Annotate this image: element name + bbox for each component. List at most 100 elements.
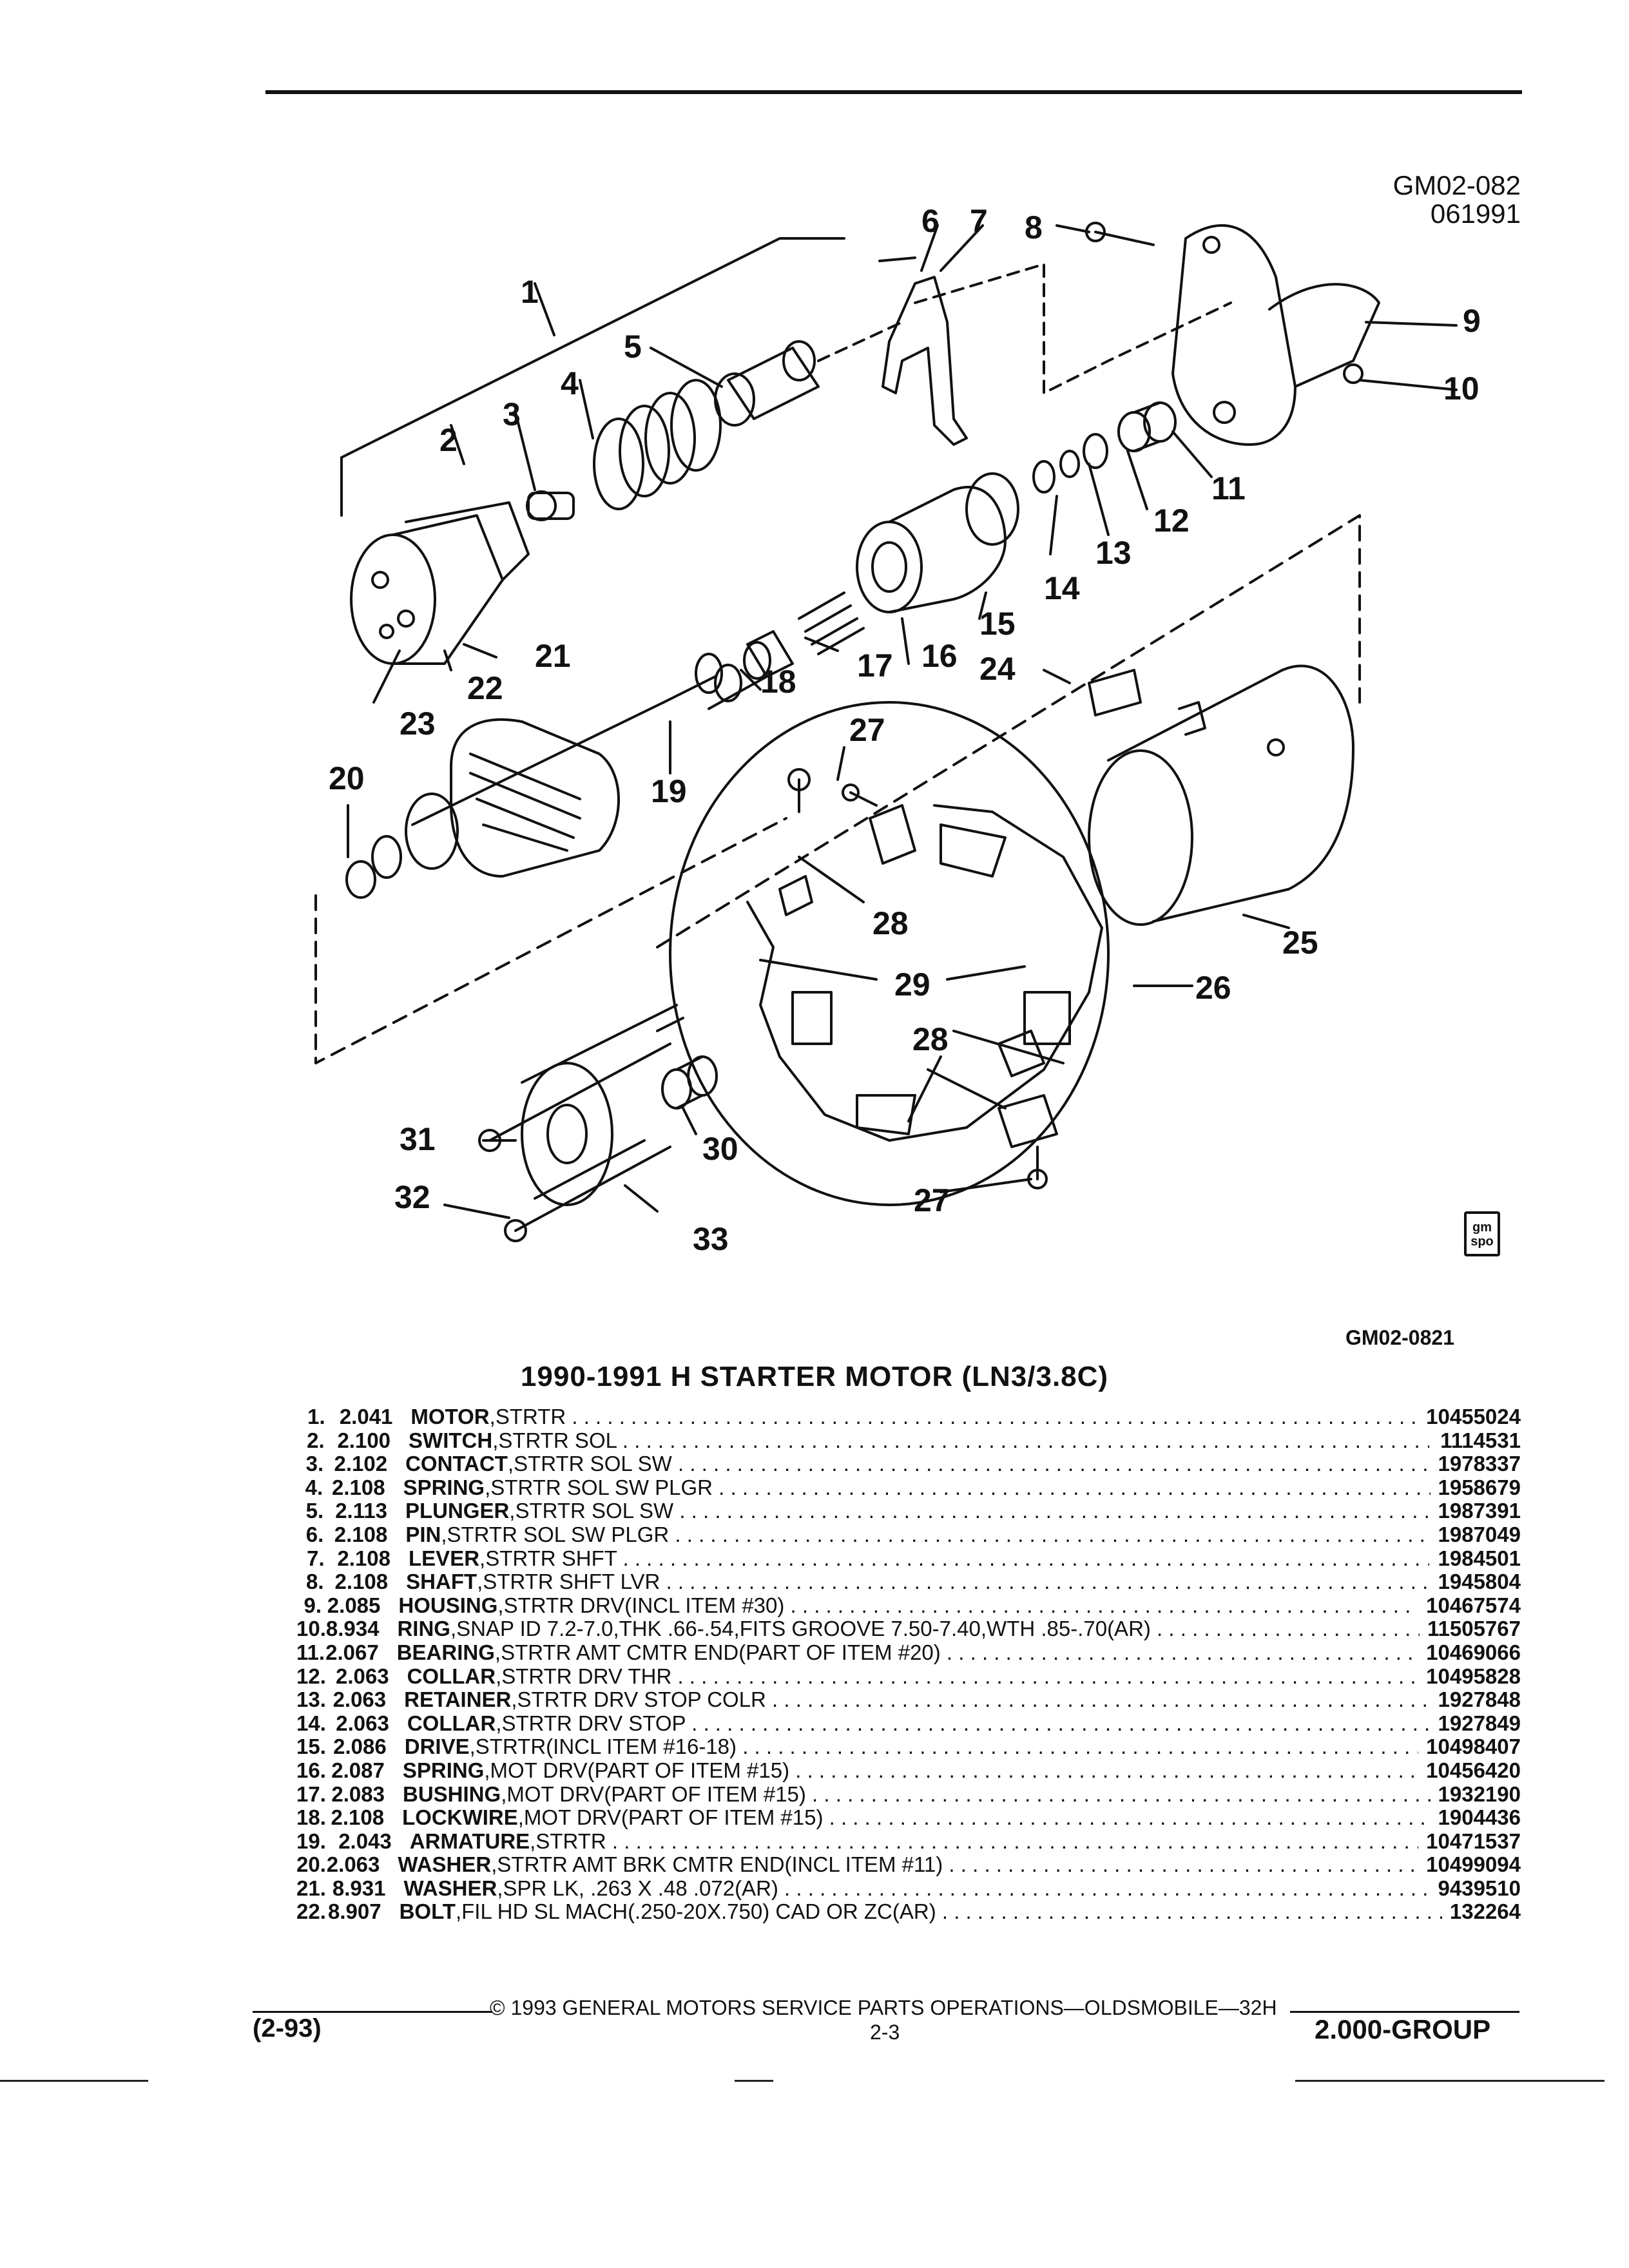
group-number: 8.907 (328, 1899, 381, 1924)
part-detail: ,STRTR AMT BRK CMTR END(INCL ITEM #11) (491, 1852, 943, 1877)
part-description: LEVER,STRTR SHFT (409, 1546, 1429, 1571)
part-number: 1978337 (1438, 1452, 1521, 1476)
solenoid-switch (350, 501, 530, 665)
part-detail: ,STRTR(INCL ITEM #16-18) (469, 1735, 737, 1759)
item-number: 20. (296, 1852, 326, 1877)
part-number: 10498407 (1426, 1735, 1521, 1759)
top-rule (265, 90, 1522, 94)
item-number: 11. (296, 1640, 325, 1664)
callout-4: 4 (561, 365, 579, 401)
part-number: 1987391 (1438, 1499, 1521, 1523)
part-number: 11505767 (1427, 1617, 1521, 1641)
group-number: 2.063 (336, 1711, 389, 1735)
end-frame-bushing (661, 1055, 718, 1110)
part-name: COLLAR (407, 1664, 496, 1688)
snap-ring-part (1343, 363, 1364, 384)
part-description: PIN,STRTR SOL SW PLGR (405, 1523, 1430, 1547)
callout-19: 19 (651, 773, 687, 809)
part-description: BUSHING,MOT DRV(PART OF ITEM #15) (403, 1782, 1431, 1807)
starter-frame (1088, 664, 1354, 926)
group-number: 2.108 (334, 1570, 389, 1594)
callout-27-bottom: 27 (914, 1182, 950, 1218)
part-detail: ,STRTR DRV STOP (496, 1711, 686, 1735)
callout-15: 15 (979, 606, 1016, 642)
part-detail: ,STRTR SHFT LVR (477, 1570, 660, 1594)
bottom-rule-mid (735, 2080, 773, 2082)
diagram-code: GM02-082 (1393, 170, 1521, 200)
group-number: 8.931 (332, 1876, 386, 1900)
part-number: 10499094 (1426, 1852, 1521, 1877)
solenoid-spring (593, 379, 722, 510)
part-detail: ,STRTR SOL SW PLGR (485, 1475, 713, 1499)
item-number: 1. (307, 1405, 325, 1428)
part-detail: ,STRTR SOL SW (507, 1452, 672, 1476)
part-name: PLUNGER (405, 1499, 510, 1523)
part-detail: ,STRTR (489, 1405, 566, 1428)
group-number: 2.100 (337, 1428, 391, 1452)
part-name: SHAFT (406, 1570, 477, 1594)
part-number: 10456420 (1426, 1758, 1521, 1782)
group-number: 2.102 (334, 1452, 388, 1476)
part-number: 1958679 (1438, 1475, 1521, 1499)
part-detail: ,MOT DRV(PART OF ITEM #15) (484, 1758, 790, 1782)
footer-rule-right (1290, 2011, 1519, 2013)
part-description: SHAFT,STRTR SHFT LVR (406, 1570, 1430, 1594)
callout-10: 10 (1443, 370, 1480, 407)
part-detail: ,STRTR SOL SW PLGR (441, 1522, 670, 1546)
group-number: 2.063 (333, 1687, 387, 1712)
part-description: RING,SNAP ID 7.2-7.0,THK .66-.54,FITS GR… (397, 1617, 1420, 1641)
callout-2: 2 (439, 422, 458, 458)
starter-drive (856, 472, 1019, 613)
group-number: 2.108 (331, 1475, 385, 1499)
callout-27-top: 27 (849, 712, 885, 748)
callout-5: 5 (624, 329, 642, 365)
brush-screws (787, 768, 1048, 1189)
group-number: 2.113 (335, 1499, 387, 1523)
item-number: 16. (296, 1758, 326, 1782)
group-number: 2.108 (337, 1546, 391, 1570)
end-frame (521, 1004, 678, 1206)
group-number: 2.108 (331, 1805, 385, 1830)
page-number: 2-3 (870, 2021, 900, 2044)
part-name: RETAINER (404, 1687, 512, 1712)
parts-row: 11.2.067 BEARING,STRTR AMT CMTR END(PART … (296, 1640, 1521, 1664)
item-number: 2. (307, 1428, 325, 1452)
group-number: 2.067 (325, 1640, 379, 1664)
callout-33: 33 (693, 1221, 729, 1257)
callout-22: 22 (467, 670, 503, 706)
part-description: MOTOR,STRTR (410, 1405, 1418, 1429)
drive-housing (1171, 224, 1380, 446)
part-detail: ,STRTR DRV THR (496, 1664, 672, 1688)
page-title: 1990-1991 H STARTER MOTOR (LN3/3.8C) (520, 1361, 1109, 1392)
item-number: 5. (305, 1499, 324, 1523)
callout-14: 14 (1044, 570, 1080, 606)
group-number: 2.108 (334, 1522, 388, 1546)
brush-holder-circle (669, 701, 1110, 1206)
part-detail: ,STRTR DRV STOP COLR (511, 1687, 766, 1712)
lever-and-pin (878, 256, 968, 446)
item-number: 15. (296, 1735, 326, 1759)
part-detail: ,SPR LK, .263 X .48 .072(AR) (497, 1876, 778, 1900)
part-name: LEVER (409, 1546, 480, 1570)
part-number: 132264 (1449, 1899, 1521, 1924)
part-name: RING (397, 1617, 450, 1641)
callout-29: 29 (894, 966, 930, 1003)
starter-motor-exploded-diagram: 1 2 3 4 5 6 7 8 9 10 11 12 13 14 15 16 1… (314, 203, 1481, 1257)
item-number: 19. (296, 1829, 326, 1853)
bottom-rule-left (0, 2080, 148, 2082)
callout-24: 24 (979, 651, 1016, 687)
callout-9: 9 (1463, 303, 1481, 339)
part-name: CONTACT (405, 1452, 508, 1476)
part-description: WASHER,STRTR AMT BRK CMTR END(INCL ITEM … (398, 1852, 1418, 1877)
part-name: SWITCH (409, 1428, 493, 1452)
copyright-notice: © 1993 GENERAL MOTORS SERVICE PARTS OPER… (490, 1996, 1277, 2019)
part-description: BEARING,STRTR AMT CMTR END(PART OF ITEM … (397, 1640, 1418, 1665)
part-number: 1945804 (1438, 1570, 1521, 1594)
part-name: LOCKWIRE (402, 1805, 518, 1830)
